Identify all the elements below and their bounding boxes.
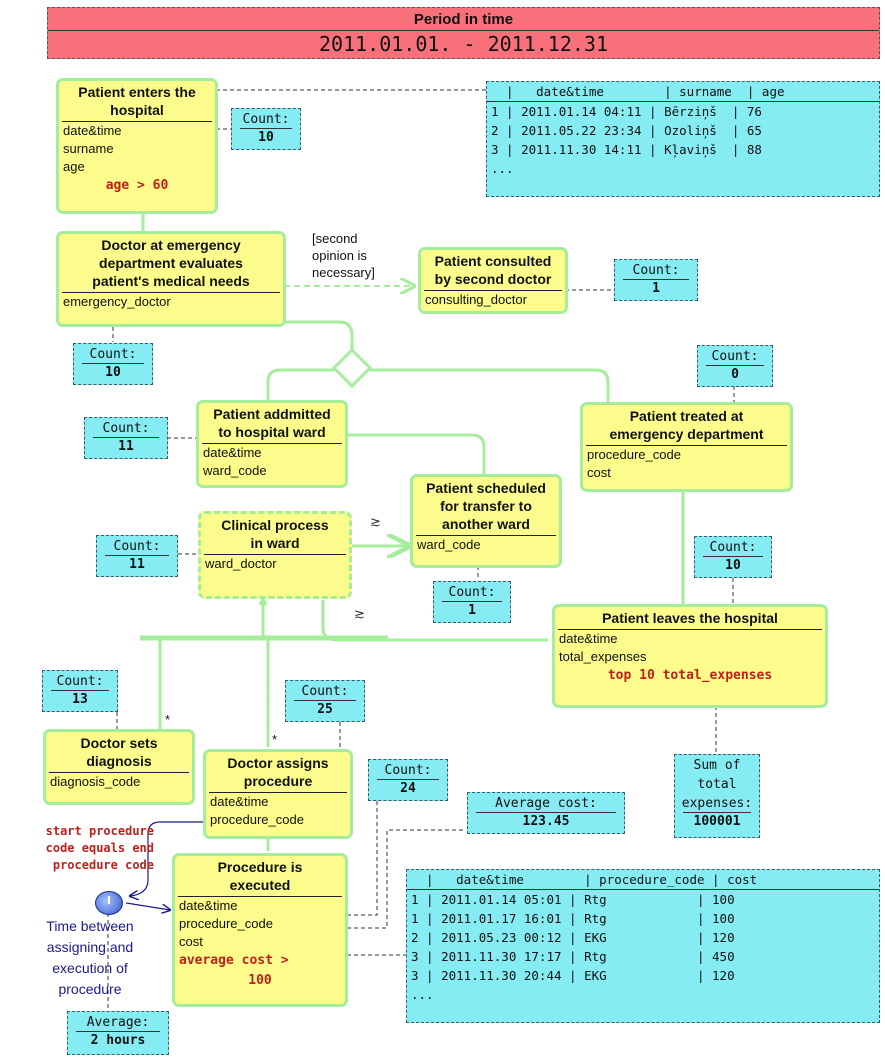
period-in-time-header: Period in time 2011.01.01. - 2011.12.31 [47,7,880,59]
class-clinical-process[interactable]: Clinical process in ward ward_doctor [198,511,352,599]
average-time-box: Average: 2 hours [67,1011,169,1055]
period-range: 2011.01.01. - 2011.12.31 [319,32,608,56]
table-row: 3 | 2011.11.30 14:11 | Kļaviņš | 88 [491,142,762,157]
count-assigns: Count: 25 [285,680,365,722]
count-treated: Count: 0 [697,345,773,387]
table-row: 1 | 2011.01.17 16:01 | Rtg | 100 [411,911,735,926]
class-patient-treated[interactable]: Patient treated at emergency department … [580,402,793,492]
class-title: Patient scheduled for transfer to anothe… [416,477,556,536]
count-scheduled: Count: 1 [433,581,511,623]
class-patient-consulted[interactable]: Patient consulted by second doctor consu… [418,247,568,314]
attribute: emergency_doctor [63,294,171,309]
count-emergency: Count: 10 [73,343,153,385]
count-admitted: Count: 11 [84,417,168,459]
condition: average cost > [179,953,289,968]
class-title: Patient leaves the hospital [558,607,822,630]
attribute: ward_doctor [205,556,277,571]
class-title: Clinical process in ward [204,514,346,555]
attribute: surname [63,141,114,156]
count-enters: Count: 10 [231,108,301,150]
table-row: 1 | 2011.01.14 04:11 | Bērziņš | 76 [491,104,762,119]
multiplicity-star: * [165,712,171,727]
class-patient-admitted[interactable]: Patient addmitted to hospital ward date&… [196,400,348,488]
condition: 100 [248,973,272,988]
condition: top 10 total_expenses [607,668,773,683]
class-title: Patient enters the hospital [62,81,212,122]
class-title: Doctor assigns procedure [209,752,347,793]
multiplicity-star: * [272,732,278,747]
count-executed: Count: 24 [368,759,448,801]
attribute: cost [587,465,611,480]
table-row: ... [411,987,434,1002]
attribute: consulting_doctor [425,292,527,307]
class-emergency-evaluation[interactable]: Doctor at emergency department evaluates… [56,231,286,327]
class-patient-scheduled-transfer[interactable]: Patient scheduled for transfer to anothe… [410,474,562,568]
attribute: ward_code [417,537,481,552]
attribute: diagnosis_code [50,774,141,789]
class-doctor-assigns-procedure[interactable]: Doctor assigns procedure date&time proce… [203,749,353,839]
attribute: ward_code [203,463,267,478]
table-row: 3 | 2011.11.30 20:44 | EKG | 120 [411,968,735,983]
attribute: procedure_code [210,812,304,827]
period-title: Period in time [48,10,879,31]
table-row: 3 | 2011.11.30 17:17 | Rtg | 450 [411,949,735,964]
table-row: ... [491,161,514,176]
count-clinical: Count: 11 [96,535,178,577]
attribute: date&time [179,898,238,913]
class-title: Doctor sets diagnosis [49,732,189,773]
table-header: | date&time | surname | age [487,82,879,102]
attribute: total_expenses [559,649,647,664]
condition: age > 60 [105,178,169,193]
table-header: | date&time | procedure_code | cost [407,870,879,890]
transition-glyph: ≳ [354,606,365,621]
count-leaves: Count: 10 [694,536,772,578]
attribute: procedure_code [179,916,273,931]
attribute: cost [179,934,203,949]
attribute: age [63,159,85,174]
clock-icon [95,891,123,915]
class-title: Doctor at emergency department evaluates… [62,234,280,293]
class-patient-leaves[interactable]: Patient leaves the hospital date&time to… [552,604,828,708]
attribute: date&time [559,631,618,646]
table-row: 2 | 2011.05.22 23:34 | Ozoliņš | 65 [491,123,762,138]
class-procedure-executed[interactable]: Procedure is executed date&time procedur… [172,853,348,1007]
procedures-result-table: | date&time | procedure_code | cost 1 | … [406,869,880,1023]
procedure-code-rule-note: start procedure code equals end procedur… [45,824,154,872]
class-doctor-sets-diagnosis[interactable]: Doctor sets diagnosis diagnosis_code [43,729,195,805]
sum-total-expenses-box: Sum of total expenses: 100001 [674,754,760,838]
attribute: date&time [210,794,269,809]
attribute: date&time [63,123,122,138]
attribute: date&time [203,445,262,460]
time-between-note: Time between assigning and execution of … [46,918,134,997]
table-row: 2 | 2011.05.23 00:12 | EKG | 120 [411,930,735,945]
guard-second-opinion: [second opinion is necessary] [312,231,375,280]
count-diagnosis: Count: 13 [42,670,118,712]
class-title: Patient treated at emergency department [586,405,787,446]
class-title: Patient consulted by second doctor [424,250,562,291]
patients-result-table: | date&time | surname | age 1 | 2011.01.… [486,81,880,197]
attribute: procedure_code [587,447,681,462]
count-consulted: Count: 1 [614,259,698,301]
transition-glyph: ≳ [370,514,381,529]
class-title: Procedure is executed [178,856,342,897]
table-row: 1 | 2011.01.14 05:01 | Rtg | 100 [411,892,735,907]
average-cost-box: Average cost: 123.45 [467,792,625,834]
class-patient-enters-hospital[interactable]: Patient enters the hospital date&time su… [56,78,218,214]
class-title: Patient addmitted to hospital ward [202,403,342,444]
